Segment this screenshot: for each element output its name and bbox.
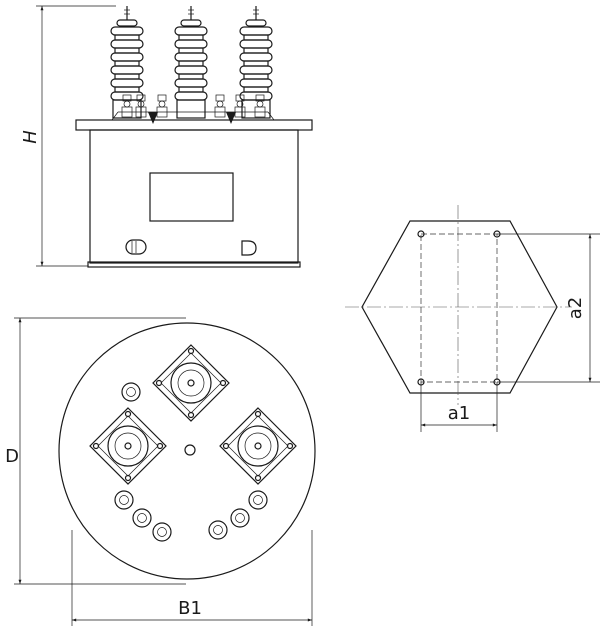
center-hole xyxy=(184,444,196,456)
mounting-hole xyxy=(417,230,425,238)
hv-insulator-middle xyxy=(174,5,208,119)
diameter-label: D xyxy=(5,446,19,467)
top-view xyxy=(58,322,316,580)
top-flange xyxy=(75,119,313,131)
lv-bushing xyxy=(114,490,134,510)
lv-bushing xyxy=(230,508,250,528)
bushing-flange-right xyxy=(219,407,297,485)
lv-terminal xyxy=(254,94,266,118)
lv-terminal xyxy=(121,94,133,118)
base-plan-view xyxy=(345,205,572,405)
tank-lid xyxy=(58,322,316,580)
bushing-flange-left xyxy=(89,407,167,485)
lv-terminal xyxy=(156,94,168,118)
drain-valve xyxy=(125,239,147,255)
a2-label: a2 xyxy=(565,297,586,319)
lv-terminal xyxy=(234,94,246,118)
mounting-hole-pattern xyxy=(420,233,498,383)
height-dimension xyxy=(36,5,116,267)
bushing-flange-top xyxy=(152,344,230,422)
lv-bushing xyxy=(208,520,228,540)
lv-terminal xyxy=(214,94,226,118)
width-dimension xyxy=(71,530,313,626)
diameter-dimension xyxy=(14,317,186,585)
width-label: B1 xyxy=(178,598,202,619)
lv-bushing xyxy=(152,522,172,542)
grounding-terminal xyxy=(241,240,257,256)
front-view xyxy=(75,5,313,268)
tank-body xyxy=(89,129,299,264)
a1-label: a1 xyxy=(448,403,470,424)
lv-bushing xyxy=(248,490,268,510)
lv-bushing xyxy=(121,382,141,402)
a1-dimension xyxy=(420,382,498,432)
a2-dimension xyxy=(497,233,600,383)
height-label: H xyxy=(20,130,41,144)
terminal-marker xyxy=(148,112,158,124)
lv-bushing xyxy=(132,508,152,528)
terminal-marker xyxy=(226,112,236,124)
nameplate xyxy=(149,172,234,222)
base-skid xyxy=(87,261,301,268)
